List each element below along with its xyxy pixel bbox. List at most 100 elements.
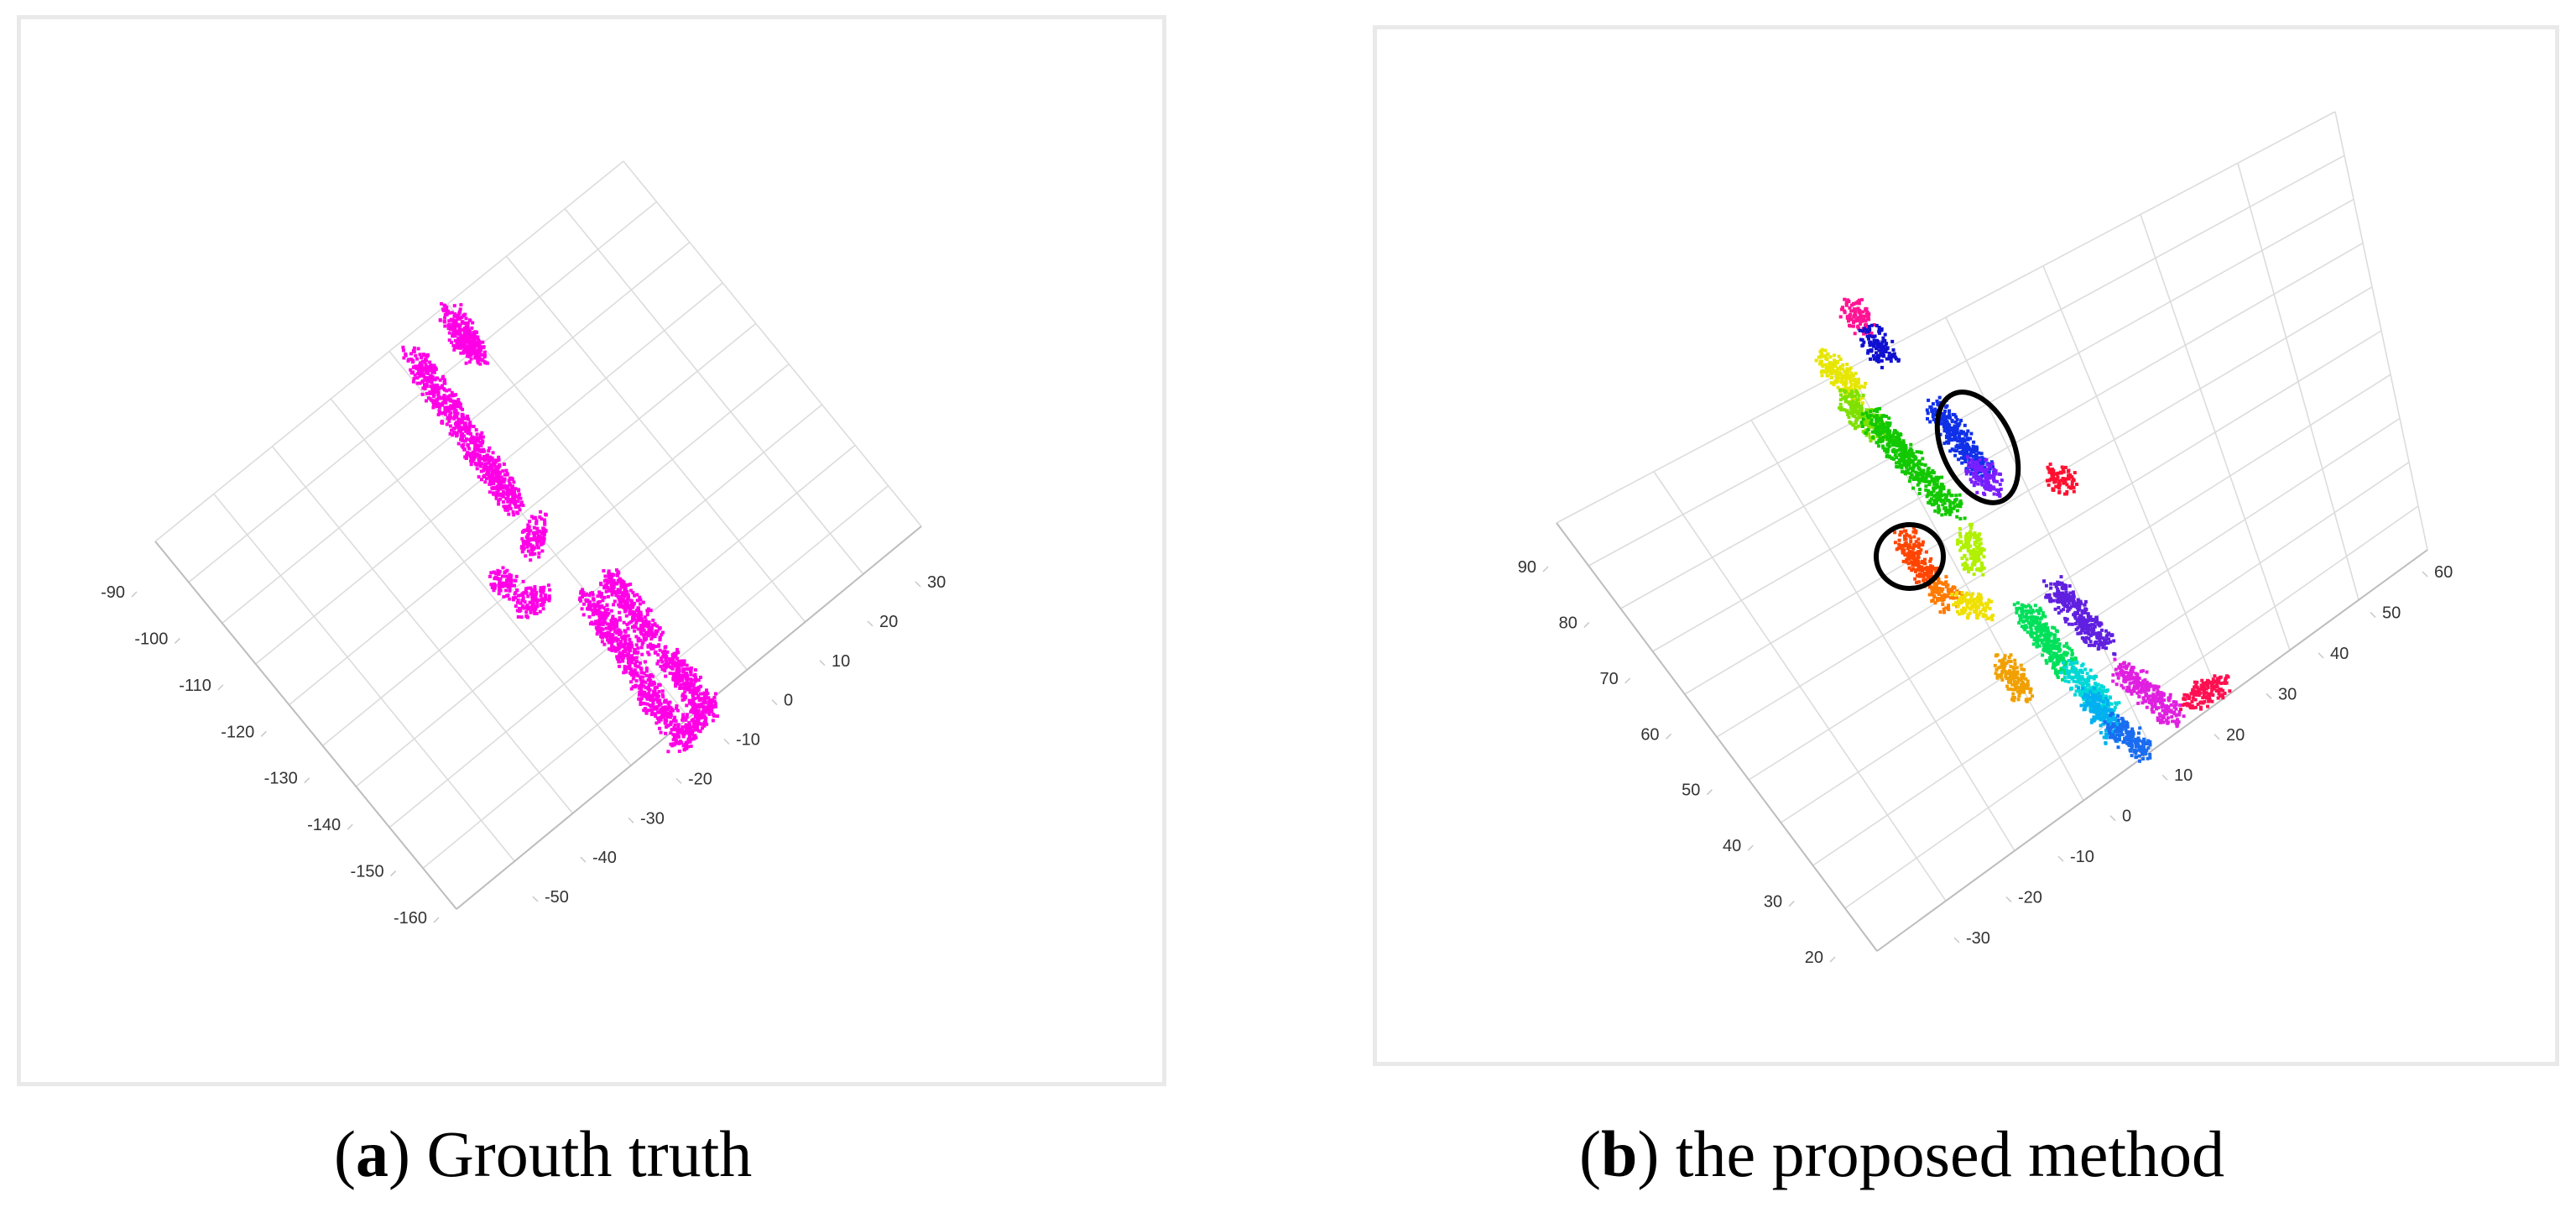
- data-point: [2047, 483, 2051, 487]
- data-point: [510, 489, 514, 494]
- data-point: [493, 460, 498, 464]
- data-point: [539, 586, 543, 590]
- data-point: [1820, 353, 1824, 358]
- data-point: [696, 693, 701, 698]
- data-point: [1964, 469, 1969, 473]
- data-point: [526, 607, 530, 611]
- data-point: [713, 704, 717, 708]
- data-point: [456, 346, 461, 350]
- data-point: [675, 708, 680, 713]
- data-point: [424, 370, 428, 374]
- data-point: [634, 621, 639, 625]
- data-point: [1905, 533, 1909, 537]
- data-point: [463, 424, 467, 428]
- data-point: [634, 679, 639, 683]
- data-point: [1957, 599, 1961, 604]
- data-point: [1867, 337, 1870, 341]
- data-point: [712, 713, 716, 717]
- point-cluster: [599, 568, 668, 656]
- data-point: [443, 381, 447, 385]
- data-point: [500, 574, 504, 578]
- data-point: [1948, 433, 1952, 436]
- data-point: [541, 603, 545, 607]
- tick-mark: [532, 896, 539, 902]
- data-point: [1830, 365, 1834, 369]
- data-point: [1905, 557, 1909, 562]
- data-point: [1946, 588, 1950, 593]
- data-point: [610, 617, 614, 621]
- data-point: [2022, 686, 2026, 690]
- data-point: [1866, 416, 1870, 420]
- data-point: [696, 696, 701, 699]
- data-point: [1969, 607, 1973, 611]
- data-point: [467, 328, 471, 332]
- data-point: [691, 723, 696, 727]
- data-point: [616, 573, 619, 578]
- data-point: [625, 606, 629, 610]
- data-point: [700, 692, 704, 696]
- data-point: [1984, 475, 1988, 479]
- data-point: [1821, 369, 1825, 373]
- data-point: [1972, 558, 1976, 562]
- data-point: [1972, 440, 1976, 444]
- data-point: [661, 695, 665, 698]
- data-point: [1937, 597, 1941, 601]
- data-point: [1910, 568, 1914, 572]
- data-point: [420, 359, 425, 363]
- data-point: [1844, 303, 1849, 307]
- data-point: [1855, 411, 1859, 416]
- data-point: [1854, 301, 1858, 306]
- data-point: [467, 360, 472, 364]
- data-point: [478, 440, 482, 444]
- data-point: [469, 431, 472, 436]
- data-point: [432, 395, 435, 399]
- data-point: [663, 700, 667, 704]
- data-point: [618, 653, 622, 657]
- data-point: [1942, 442, 1947, 446]
- data-point: [490, 456, 494, 460]
- data-point: [690, 725, 694, 729]
- data-point: [1942, 429, 1947, 433]
- data-point: [2015, 676, 2020, 680]
- data-point: [421, 373, 425, 377]
- data-point: [633, 629, 637, 633]
- data-point: [1923, 463, 1927, 467]
- data-point: [429, 376, 433, 380]
- data-point: [1849, 371, 1854, 375]
- data-point: [1899, 458, 1903, 462]
- data-point: [1982, 566, 1986, 570]
- data-point: [2016, 680, 2020, 684]
- data-point: [2050, 473, 2054, 478]
- data-point: [2069, 486, 2073, 490]
- data-point: [521, 593, 525, 598]
- data-point: [512, 598, 515, 602]
- data-point: [529, 547, 534, 551]
- data-point: [619, 603, 623, 607]
- data-point: [533, 609, 537, 614]
- data-point: [1913, 477, 1917, 481]
- data-point: [644, 694, 648, 698]
- data-point: [1959, 601, 1963, 604]
- data-point: [2063, 465, 2068, 469]
- data-point: [1885, 450, 1890, 454]
- data-point: [1955, 515, 1959, 519]
- data-point: [1980, 456, 1984, 460]
- data-point: [660, 713, 665, 717]
- data-point: [1968, 601, 1972, 605]
- data-point: [674, 661, 678, 665]
- data-point: [1895, 547, 1899, 551]
- data-point: [517, 593, 520, 598]
- data-point: [645, 613, 649, 617]
- data-point: [411, 358, 415, 363]
- data-point: [488, 574, 492, 578]
- data-point: [1831, 367, 1835, 371]
- data-point: [599, 632, 603, 636]
- data-point: [1875, 441, 1879, 445]
- data-point: [461, 439, 465, 442]
- data-point: [451, 332, 456, 337]
- data-point: [2009, 665, 2013, 669]
- data-point: [597, 593, 602, 597]
- data-point: [604, 584, 608, 588]
- data-point: [692, 737, 696, 741]
